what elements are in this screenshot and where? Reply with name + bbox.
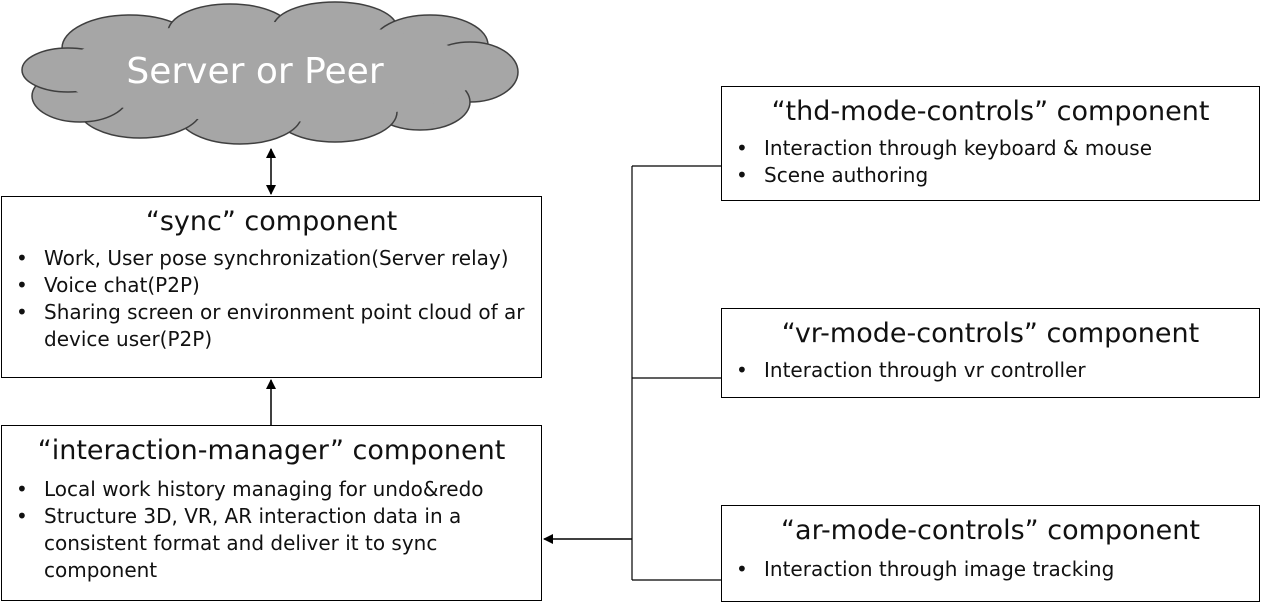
interaction-manager-bullet-list: Local work history managing for undo&red… <box>2 476 541 584</box>
interaction-manager-bullet: Local work history managing for undo&red… <box>2 476 541 503</box>
vr-title: “vr-mode-controls” component <box>781 318 1200 349</box>
vr-bullet-list: Interaction through vr controller <box>722 357 1259 384</box>
cloud-shape <box>21 1 519 145</box>
interaction-manager-title: “interaction-manager” component <box>37 435 506 466</box>
ar-bullet-list: Interaction through image tracking <box>722 556 1259 583</box>
sync-bullet: Sharing screen or environment point clou… <box>2 299 541 353</box>
cloud-label: Server or Peer <box>126 51 384 92</box>
thd-bullet-list: Interaction through keyboard & mouse Sce… <box>722 135 1259 189</box>
sync-bullet-list: Work, User pose synchronization(Server r… <box>2 245 541 353</box>
interaction-manager-component-box: “interaction-manager” component Local wo… <box>1 425 542 601</box>
thd-bullet: Interaction through keyboard & mouse <box>722 135 1259 162</box>
thd-bullet: Scene authoring <box>722 162 1259 189</box>
vr-mode-controls-component-box: “vr-mode-controls” component Interaction… <box>721 308 1260 398</box>
ar-mode-controls-component-box: “ar-mode-controls” component Interaction… <box>721 505 1260 602</box>
ar-title: “ar-mode-controls” component <box>781 515 1200 546</box>
sync-title: “sync” component <box>145 206 398 237</box>
ar-bullet: Interaction through image tracking <box>722 556 1259 583</box>
thd-mode-controls-component-box: “thd-mode-controls” component Interactio… <box>721 86 1260 201</box>
interaction-manager-bullet: Structure 3D, VR, AR interaction data in… <box>2 503 541 584</box>
thd-title: “thd-mode-controls” component <box>771 96 1210 127</box>
mode-controls-bracket <box>631 165 721 581</box>
vr-bullet: Interaction through vr controller <box>722 357 1259 384</box>
sync-component-box: “sync” component Work, User pose synchro… <box>1 196 542 378</box>
sync-bullet: Voice chat(P2P) <box>2 272 541 299</box>
sync-bullet: Work, User pose synchronization(Server r… <box>2 245 541 272</box>
